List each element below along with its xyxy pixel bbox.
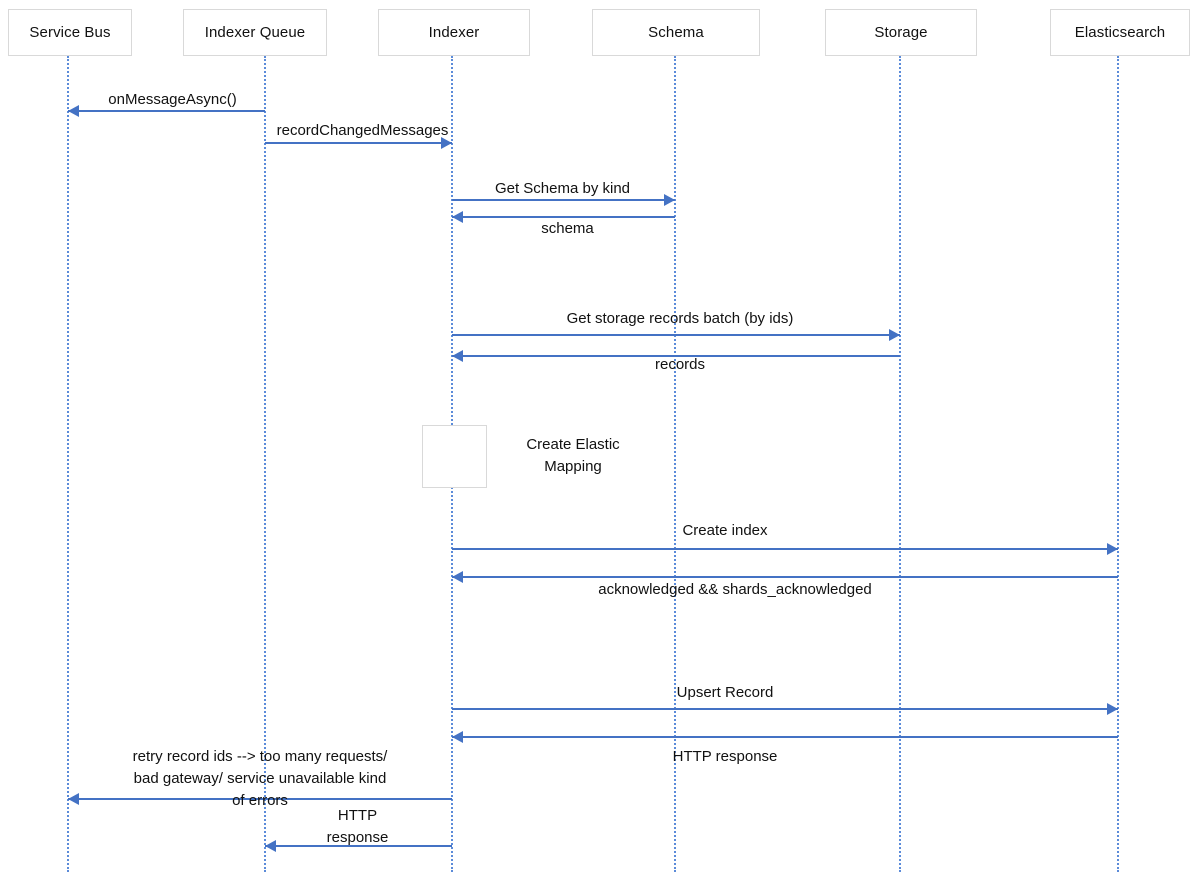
participant-box-indexer-queue[interactable]: Indexer Queue — [183, 9, 327, 56]
message-label-acknowledged-shards-acknowledged: acknowledged && shards_acknowledged — [598, 581, 872, 598]
participant-box-schema[interactable]: Schema — [592, 9, 760, 56]
message-line-records-response[interactable] — [452, 355, 900, 357]
participant-label: Indexer — [428, 24, 480, 41]
message-line-retry-record-ids[interactable] — [68, 798, 452, 800]
lifeline-elasticsearch — [1117, 56, 1119, 872]
message-line-on-message-async[interactable] — [68, 110, 265, 112]
activation-box-create-elastic-mapping[interactable] — [422, 425, 487, 488]
arrowhead-left-icon — [452, 571, 463, 583]
message-label-record-changed-messages: recordChangedMessages — [276, 122, 449, 139]
message-line-upsert-record[interactable] — [452, 708, 1118, 710]
message-line-http-response-elastic[interactable] — [452, 736, 1118, 738]
participant-box-storage[interactable]: Storage — [825, 9, 977, 56]
arrowhead-right-icon — [1107, 703, 1118, 715]
message-label-schema-response: schema — [541, 220, 594, 237]
participant-label: Indexer Queue — [204, 24, 306, 41]
message-label-on-message-async: onMessageAsync() — [108, 91, 237, 108]
arrowhead-left-icon — [265, 840, 276, 852]
message-line-get-schema-by-kind[interactable] — [452, 199, 675, 201]
arrowhead-left-icon — [452, 731, 463, 743]
arrowhead-left-icon — [68, 793, 79, 805]
activation-note-create-elastic-mapping: Create Elastic Mapping — [526, 436, 620, 475]
participant-box-service-bus[interactable]: Service Bus — [8, 9, 132, 56]
message-line-record-changed-messages[interactable] — [265, 142, 452, 144]
lifeline-schema — [674, 56, 676, 872]
message-label-create-index: Create index — [682, 522, 768, 539]
message-line-http-response-queue[interactable] — [265, 845, 452, 847]
message-label-upsert-record: Upsert Record — [676, 684, 774, 701]
arrowhead-right-icon — [889, 329, 900, 341]
participant-label: Schema — [648, 24, 704, 41]
message-line-acknowledged-shards-acknowledged[interactable] — [452, 576, 1118, 578]
arrowhead-right-icon — [1107, 543, 1118, 555]
lifeline-storage — [899, 56, 901, 872]
participant-box-elasticsearch[interactable]: Elasticsearch — [1050, 9, 1190, 56]
message-line-get-storage-records-batch[interactable] — [452, 334, 900, 336]
participant-label: Storage — [874, 24, 928, 41]
message-label-get-schema-by-kind: Get Schema by kind — [494, 180, 631, 197]
arrowhead-left-icon — [452, 211, 463, 223]
message-label-get-storage-records-batch: Get storage records batch (by ids) — [566, 310, 794, 327]
message-line-create-index[interactable] — [452, 548, 1118, 550]
participant-box-indexer[interactable]: Indexer — [378, 9, 530, 56]
message-label-http-response-queue: HTTP response — [326, 807, 389, 846]
arrowhead-right-icon — [664, 194, 675, 206]
lifeline-indexer-queue — [264, 56, 266, 872]
arrowhead-left-icon — [452, 350, 463, 362]
message-line-schema-response[interactable] — [452, 216, 675, 218]
message-label-http-response-elastic: HTTP response — [672, 748, 778, 765]
message-label-records-response: records — [654, 356, 706, 373]
participant-label: Service Bus — [29, 24, 111, 41]
message-label-retry-record-ids: retry record ids --> too many requests/ … — [132, 748, 388, 809]
arrowhead-right-icon — [441, 137, 452, 149]
lifeline-service-bus — [67, 56, 69, 872]
arrowhead-left-icon — [68, 105, 79, 117]
participant-label: Elasticsearch — [1074, 24, 1166, 41]
